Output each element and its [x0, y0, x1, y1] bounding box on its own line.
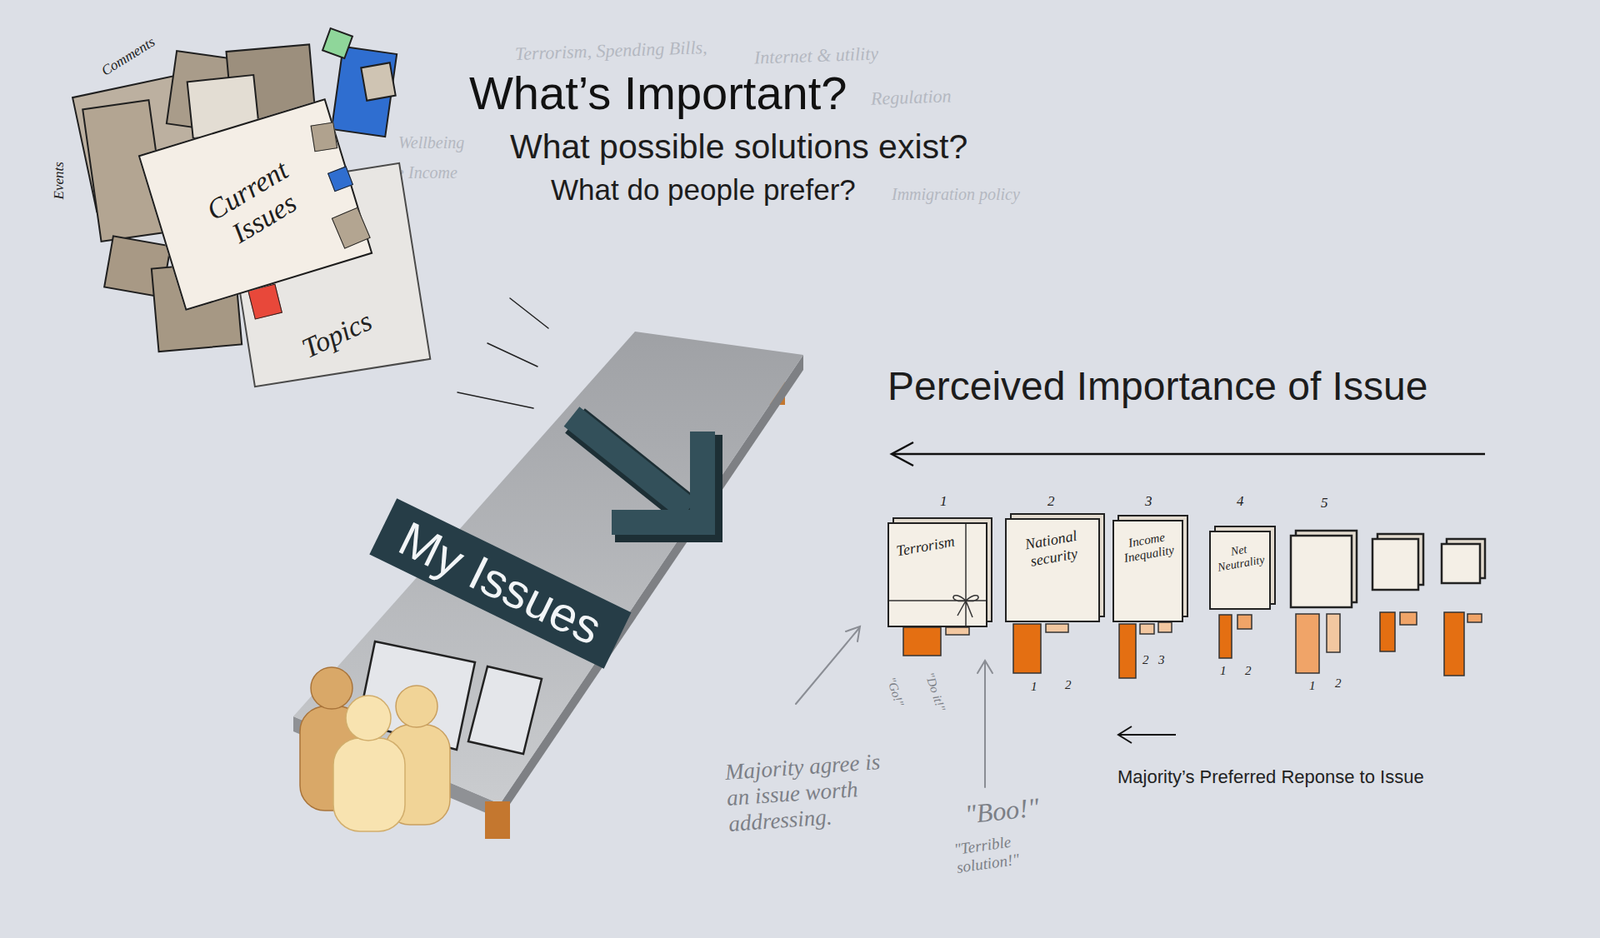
- arrow-line: [1119, 734, 1176, 736]
- bar: [1295, 614, 1320, 674]
- pile-note: Events: [50, 161, 68, 200]
- faint-note: Internet & utility: [754, 42, 880, 68]
- node-text: Net Neutrality: [1212, 540, 1269, 575]
- person-body: [333, 738, 405, 832]
- reaction-note: "Terrible solution!": [953, 825, 1066, 877]
- faint-note: Immigration policy: [891, 185, 1020, 205]
- faint-note: Regulation: [870, 85, 952, 110]
- annotation: Majority agree is an issue worth address…: [724, 748, 896, 838]
- bar: [1045, 624, 1069, 633]
- axis-label: Perceived Importance of Issue: [887, 363, 1428, 410]
- bar: [1467, 614, 1482, 623]
- board-panel: [468, 666, 542, 755]
- bar: [1237, 615, 1252, 630]
- empty-issue-boxes: [1290, 530, 1485, 608]
- bar: [1013, 624, 1041, 674]
- reaction-note: "Do it!": [921, 670, 948, 714]
- motion-line: [457, 392, 534, 409]
- bar: [903, 627, 941, 656]
- person-head: [310, 667, 353, 710]
- importance-arrow: [891, 442, 1485, 466]
- subtitle: What possible solutions exist?: [510, 127, 968, 167]
- motion-lines: [457, 298, 549, 409]
- issue-box: Terrorism: [887, 522, 988, 628]
- response-arrow: [1118, 726, 1176, 744]
- bar: [1140, 624, 1155, 635]
- paper-scrap: [310, 121, 338, 152]
- option-number: 1: [1030, 680, 1038, 695]
- bar: [1326, 614, 1340, 653]
- bar: [1158, 622, 1172, 633]
- rank-number: 3: [1145, 493, 1153, 510]
- bar: [1119, 624, 1136, 679]
- rank-number: 5: [1320, 495, 1329, 512]
- bar: [1444, 612, 1465, 676]
- node-text: Current Issues: [185, 144, 326, 265]
- board-arrow: [571, 416, 703, 523]
- option-number: 2: [1142, 653, 1150, 668]
- arrow-head: [891, 442, 914, 466]
- leader-head: [977, 660, 993, 674]
- rank-number: 4: [1236, 493, 1245, 510]
- empty-box: [1441, 544, 1480, 584]
- option-number: 2: [1335, 676, 1342, 691]
- reaction-note: "Go!": [883, 675, 907, 710]
- node-text: Topics: [295, 304, 376, 365]
- motion-line: [487, 343, 538, 367]
- leader-head: [845, 626, 860, 642]
- paper-card: [331, 46, 397, 137]
- issues-banner: My Issues: [369, 498, 631, 669]
- empty-box: [1290, 535, 1352, 608]
- issue-box: National security: [1005, 518, 1100, 623]
- option-number: 2: [1065, 678, 1072, 693]
- rank-number: 1: [940, 493, 948, 510]
- paper-card: [322, 28, 353, 59]
- ribbon-line: [889, 524, 986, 626]
- people: [300, 667, 450, 832]
- option-number: 1: [1220, 664, 1227, 679]
- leader-line: [795, 628, 860, 705]
- option-number: 3: [1158, 653, 1165, 668]
- title: What’s Important?: [469, 66, 847, 120]
- rank-number: 2: [1047, 493, 1055, 510]
- leader-line: [984, 662, 986, 788]
- person-head: [395, 685, 438, 728]
- arrow-line: [893, 453, 1485, 456]
- reaction-note: "Boo!": [963, 791, 1040, 830]
- board-top: [293, 331, 804, 805]
- issue-box: Income Inequality: [1112, 520, 1184, 623]
- paper-card: [360, 62, 395, 100]
- option-number: 1: [1309, 679, 1316, 694]
- motion-line: [510, 298, 549, 329]
- pile-note: Comments: [98, 33, 158, 80]
- node-text: My Issues: [390, 510, 610, 656]
- option-number: 2: [1245, 664, 1252, 679]
- bar: [1380, 612, 1395, 652]
- board-leg: [485, 801, 510, 840]
- empty-box: [1372, 539, 1419, 590]
- node-text: Income Inequality: [1115, 528, 1181, 568]
- node-text: National security: [1007, 524, 1098, 573]
- faint-note: Wellbeing: [398, 133, 465, 153]
- faint-note: • Income: [398, 163, 458, 183]
- bar: [1219, 615, 1232, 659]
- faint-note: Terrorism, Spending Bills,: [515, 36, 708, 65]
- bar: [945, 627, 970, 635]
- node-text: Terrorism: [895, 528, 980, 560]
- subtitle: What do people prefer?: [550, 173, 856, 207]
- issue-box: Net Neutrality: [1209, 530, 1271, 610]
- arrow-head: [1118, 726, 1132, 744]
- arrow-label: Majority’s Preferred Reponse to Issue: [1117, 766, 1425, 788]
- person-head: [345, 695, 391, 741]
- bar: [1400, 612, 1417, 625]
